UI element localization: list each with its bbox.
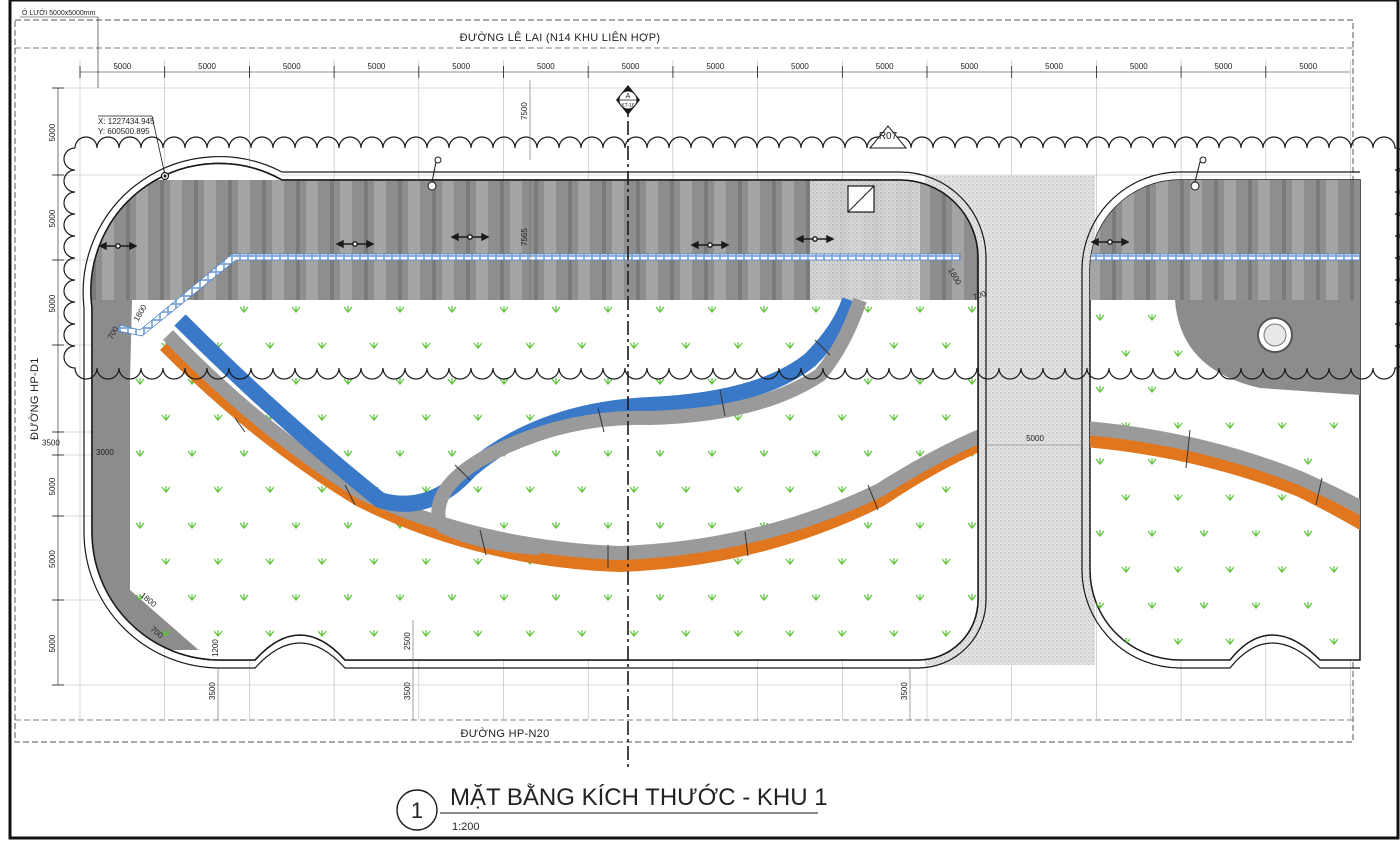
section-sheet: KT-16 xyxy=(621,103,635,109)
left-dimension-chain: 5000 5000 5000 3500 5000 5000 5000 xyxy=(42,87,64,686)
left-dim-label: 5000 xyxy=(48,477,57,495)
light-post-icon xyxy=(427,156,1207,191)
left-dim-label: 5000 xyxy=(48,123,57,141)
dim-7565: 7565 xyxy=(520,228,529,246)
drawing-title-block: 1 MẶT BẰNG KÍCH THƯỚC - KHU 1 1:200 xyxy=(396,783,828,833)
top-dim-label: 5000 xyxy=(1299,62,1317,71)
orange-path xyxy=(160,340,978,573)
drawing-title: MẶT BẰNG KÍCH THƯỚC - KHU 1 xyxy=(450,783,828,811)
road-bottom-label: ĐƯỜNG HP-N20 xyxy=(460,727,549,740)
walk-direction-arrows xyxy=(98,232,1130,251)
top-dim-label: 5000 xyxy=(113,62,131,71)
road-left-label: ĐƯỜNG HP-D1 xyxy=(28,357,41,440)
coordinate-y: Y: 600500.895 xyxy=(98,127,150,136)
coordinate-callout: X: 1227434.945 Y: 600500.895 xyxy=(98,115,170,181)
dim-700-b: 700 xyxy=(972,289,988,302)
side-walkway xyxy=(92,300,210,650)
top-dim-label: 5000 xyxy=(1130,62,1148,71)
left-dim-label: 5000 xyxy=(48,634,57,652)
title-number: 1 xyxy=(411,798,423,823)
top-dim-label: 5000 xyxy=(706,62,724,71)
left-dim-label: 3500 xyxy=(42,439,60,448)
section-marker: A KT-16 xyxy=(616,85,640,115)
revision-tag: R07 xyxy=(868,125,908,149)
grid-note: Ô LƯỚI 5000x5000mm xyxy=(22,8,96,17)
dim-3000: 3000 xyxy=(96,448,114,457)
coordinate-x: X: 1227434.945 xyxy=(98,117,155,126)
top-dim-label: 5000 xyxy=(283,62,301,71)
revision-tag-label: R07 xyxy=(879,131,898,142)
left-dim-label: 5000 xyxy=(48,550,57,568)
top-dim-label: 5000 xyxy=(198,62,216,71)
top-dim-label: 5000 xyxy=(1215,62,1233,71)
road-top-label: ĐƯỜNG LÊ LAI (N14 KHU LIÊN HỢP) xyxy=(460,31,661,44)
dim-7500: 7500 xyxy=(520,102,529,120)
section-letter: A xyxy=(626,93,631,100)
left-dim-label: 5000 xyxy=(48,294,57,312)
top-dimension-chain: 5000 5000 5000 5000 5000 5000 5000 5000 5000 5000… xyxy=(79,62,1350,78)
revision-cloud xyxy=(63,136,1400,380)
dim-1200: 1200 xyxy=(211,639,220,657)
top-dim-label: 5000 xyxy=(537,62,555,71)
zone-1 xyxy=(82,155,987,669)
dim-3500-b: 3500 xyxy=(403,682,412,700)
dim-3500-a: 3500 xyxy=(208,682,217,700)
left-dim-label: 5000 xyxy=(48,209,57,227)
top-dim-label: 5000 xyxy=(960,62,978,71)
top-dim-label: 5000 xyxy=(876,62,894,71)
dim-5000-gap: 5000 xyxy=(1026,434,1044,443)
top-dim-label: 5000 xyxy=(368,62,386,71)
top-dim-label: 5000 xyxy=(1045,62,1063,71)
top-dim-label: 5000 xyxy=(622,62,640,71)
top-dim-label: 5000 xyxy=(452,62,470,71)
sheet-frame xyxy=(8,0,1400,840)
title-number-badge xyxy=(396,789,438,831)
dim-2500: 2500 xyxy=(403,632,412,650)
dim-3500-c: 3500 xyxy=(900,682,909,700)
site-boundary xyxy=(14,19,1354,743)
drawing-scale: 1:200 xyxy=(452,821,480,833)
zone-2 xyxy=(1081,171,1361,669)
top-dim-label: 5000 xyxy=(791,62,809,71)
tile-strip xyxy=(117,253,961,337)
